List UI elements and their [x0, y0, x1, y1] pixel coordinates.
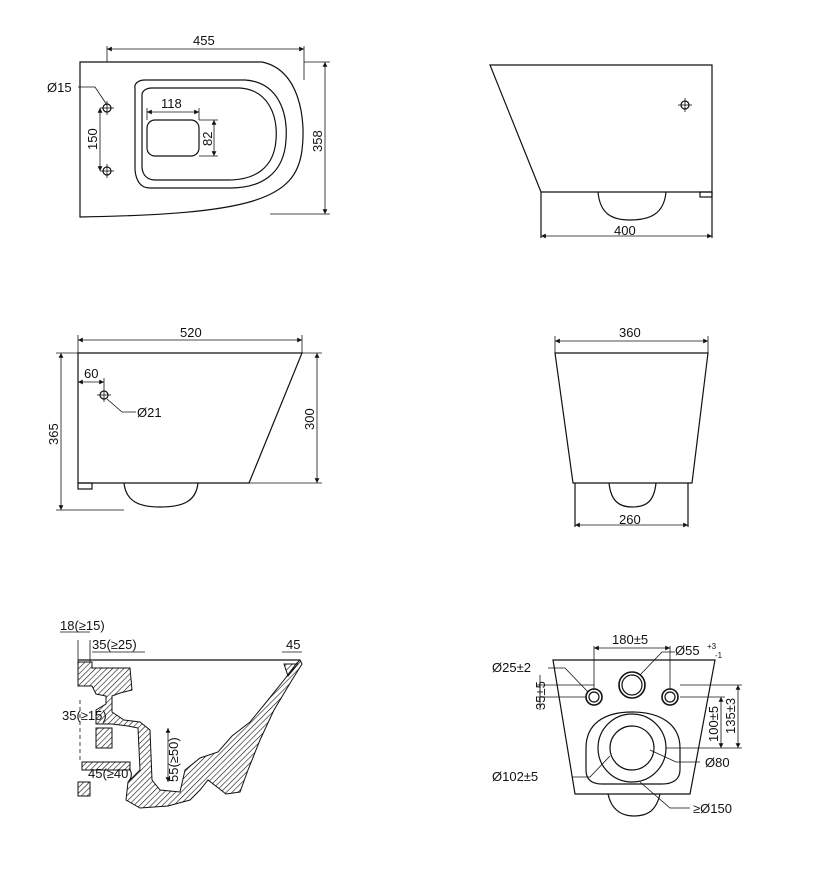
top-view: 455 358 Ø15 150 118 82	[47, 33, 330, 218]
top-view-opening	[146, 119, 200, 157]
installation-view: 180±5 Ø55 +3 -1 Ø25±2 35±5 100±5 135±3 Ø…	[492, 632, 742, 817]
installation-view-label-150-dia: ≥Ø150	[693, 801, 732, 816]
side-view-length-label: 520	[180, 325, 202, 340]
installation-view-bowl	[585, 711, 681, 785]
front-view: 400	[489, 64, 713, 239]
front-view-hole	[678, 98, 692, 112]
side-view: 520 365 300 60 Ø21	[46, 325, 322, 511]
rear-view: 360 260	[554, 325, 709, 528]
rear-view-bottom-width-label: 260	[619, 512, 641, 527]
front-view-outlet	[597, 191, 667, 221]
side-view-body	[77, 352, 303, 484]
top-view-rim-outer	[134, 79, 287, 189]
top-view-opening-depth-label: 82	[200, 132, 215, 146]
section-view-label-45-top: 45	[286, 637, 300, 652]
installation-view-ring-80	[609, 725, 655, 771]
side-view-height-label: 365	[46, 423, 61, 445]
top-view-hole-lower	[100, 164, 114, 178]
side-view-outlet	[123, 482, 199, 508]
front-view-width-label: 400	[614, 223, 636, 238]
top-view-hole-dia-label: Ø15	[47, 80, 72, 95]
installation-view-label-102-dia: Ø102±5	[492, 769, 538, 784]
top-view-depth-label: 358	[310, 130, 325, 152]
top-view-outline	[79, 61, 304, 218]
rear-view-outlet	[608, 482, 657, 508]
side-view-front-height-label: 300	[302, 408, 317, 430]
top-view-hole-spacing-label: 150	[85, 128, 100, 150]
top-view-hole-upper	[100, 101, 114, 115]
installation-view-label-180: 180±5	[612, 632, 648, 647]
installation-view-ring-102	[597, 713, 667, 783]
rear-view-body	[554, 352, 709, 484]
section-view-label-45-bottom: 45(≥40)	[88, 766, 133, 781]
side-view-hole-dia-label: Ø21	[137, 405, 162, 420]
installation-view-label-100: 100±5	[706, 706, 721, 742]
installation-view-inlet-55	[618, 671, 646, 699]
top-view-opening-width-label: 118	[161, 96, 182, 111]
installation-view-label-55-sup: +3	[707, 642, 717, 651]
installation-view-label-55-dia: Ø55	[675, 643, 700, 658]
rear-view-top-width-label: 360	[619, 325, 641, 340]
installation-view-label-135: 135±3	[723, 698, 738, 734]
section-view-label-18: 18(≥15)	[60, 618, 105, 633]
installation-view-label-25-dia: Ø25±2	[492, 660, 531, 675]
installation-view-body	[552, 659, 716, 795]
top-view-width-label: 455	[193, 33, 215, 48]
section-view-label-55: 55(≥50)	[166, 737, 181, 782]
front-view-body	[489, 64, 713, 193]
section-view-label-35-top: 35(≥25)	[92, 637, 137, 652]
section-view-hatched-wall	[77, 659, 303, 809]
section-view-label-35-mid: 35(≥15)	[62, 708, 107, 723]
top-view-rim-inner	[141, 87, 277, 181]
installation-view-label-80-dia: Ø80	[705, 755, 730, 770]
side-view-hole	[97, 388, 111, 402]
installation-view-label-35: 35±5	[533, 681, 548, 710]
installation-view-label-55-sub: -1	[715, 651, 723, 660]
side-view-hole-offset-label: 60	[84, 366, 98, 381]
section-view: 18(≥15) 35(≥25) 45 35(≥15) 45(≥40) 55(≥5…	[60, 618, 303, 809]
